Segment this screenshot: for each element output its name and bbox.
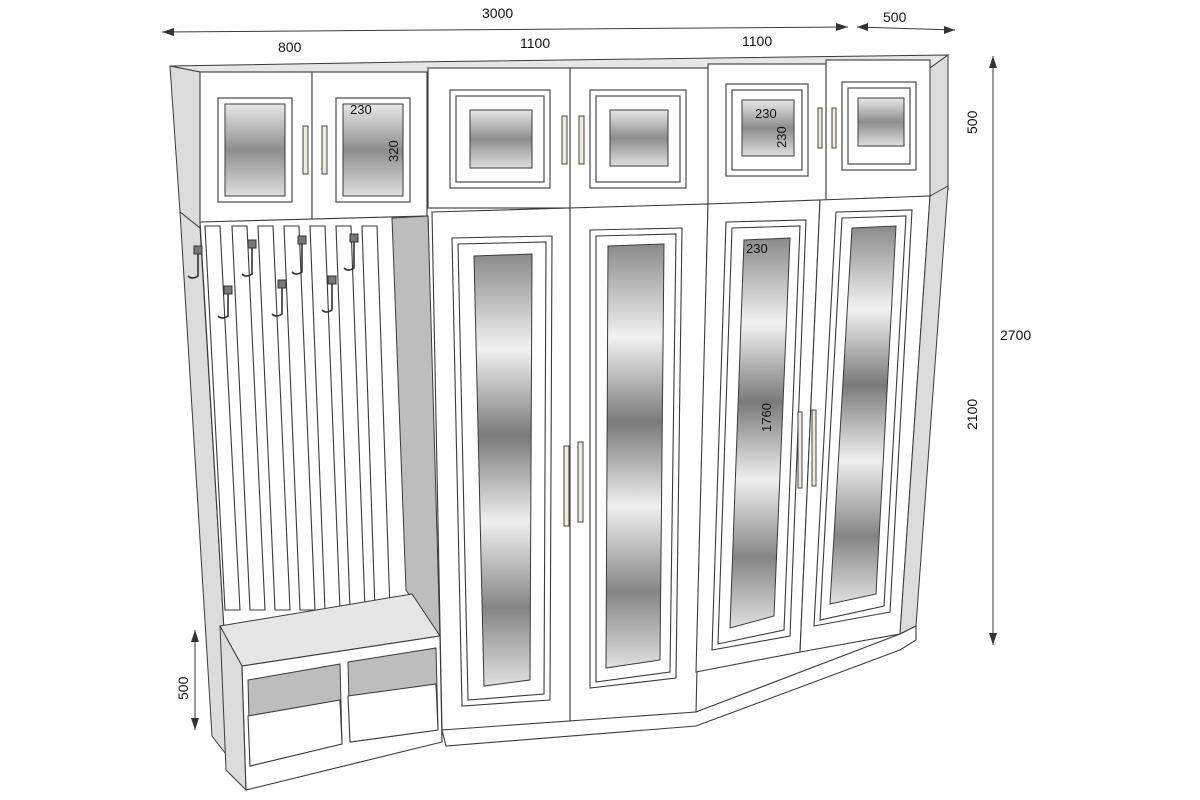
handle-icon <box>817 107 823 149</box>
handle-icon <box>302 125 309 175</box>
middle-wardrobe <box>431 203 709 731</box>
dim-glass-top-left-h: 320 <box>386 140 401 162</box>
handle-icon <box>563 445 570 527</box>
handle-icon <box>577 441 584 523</box>
dim-depth: 500 <box>883 9 907 25</box>
bench <box>219 593 443 792</box>
handle-icon <box>797 411 803 489</box>
dim-glass-top-right-w: 230 <box>755 106 777 121</box>
hook-icon <box>187 250 199 279</box>
dim-main-height: 2100 <box>964 399 980 430</box>
dim-total-width: 3000 <box>482 5 513 21</box>
dim-glass-tall-h: 1760 <box>759 403 774 432</box>
dim-bench-height: 500 <box>175 676 191 700</box>
dim-section-mid: 1100 <box>520 35 550 51</box>
dim-total-height: 2700 <box>1000 327 1031 343</box>
handle-icon <box>811 409 817 487</box>
dim-section-right: 1100 <box>742 33 772 49</box>
dimension-labels: 3000 500 800 1100 1100 2700 2100 500 500… <box>175 5 1031 700</box>
dim-top-height: 500 <box>964 110 980 134</box>
dim-glass-top-left-w: 230 <box>350 102 372 117</box>
hook-icon <box>217 290 229 319</box>
dim-section-left: 800 <box>278 39 302 55</box>
handle-icon <box>578 115 585 165</box>
hook-icon <box>321 280 333 313</box>
hook-icon <box>343 238 355 271</box>
hanger-section <box>179 210 443 792</box>
dim-glass-top-right-h: 230 <box>774 126 789 148</box>
dimension-lines <box>161 23 997 730</box>
hook-icon <box>271 284 283 317</box>
hook-icon <box>291 240 303 275</box>
coat-hooks <box>187 233 359 319</box>
dim-glass-tall-w: 230 <box>746 241 768 256</box>
top-cabinets <box>169 54 950 230</box>
handle-icon <box>561 115 568 165</box>
right-wardrobe <box>441 185 949 747</box>
hook-icon <box>241 244 253 277</box>
handle-icon <box>321 125 328 175</box>
handle-icon <box>831 107 837 149</box>
